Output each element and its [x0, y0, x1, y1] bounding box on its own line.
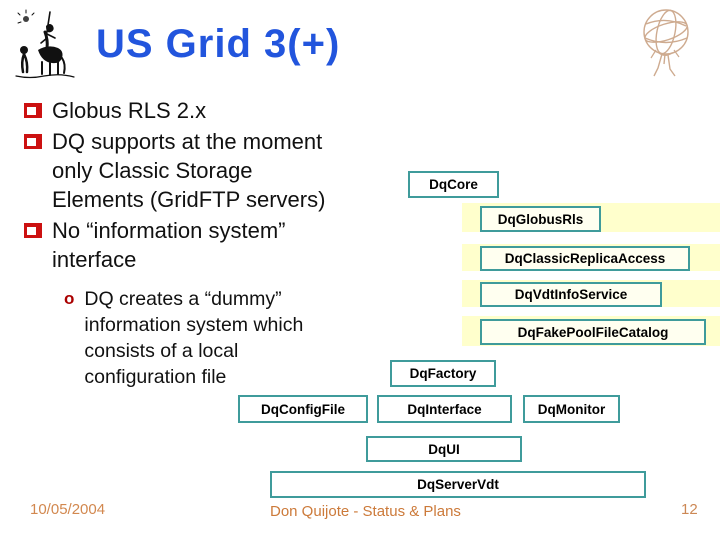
bullet-list: Globus RLS 2.x DQ supports at the moment… [24, 96, 384, 276]
box-dqglobusrls: DqGlobusRls [480, 206, 601, 232]
square-bullet-icon [24, 134, 42, 149]
sub-bullet-text: DQ creates a “dummy” information system … [84, 288, 304, 388]
sub-bullet-item: o DQ creates a “dummy” information syste… [64, 286, 384, 390]
box-dqinterface: DqInterface [377, 395, 512, 423]
box-dqfakepoolfilecatalog: DqFakePoolFileCatalog [480, 319, 706, 345]
bullet-text: No “information system” interface [52, 218, 286, 272]
box-dqvdtinfoservice: DqVdtInfoService [480, 282, 662, 307]
bullet-item: DQ supports at the moment only Classic S… [24, 127, 384, 214]
box-dqservervdt: DqServerVdt [270, 471, 646, 498]
footer-date: 10/05/2004 [30, 501, 106, 518]
bullet-item: Globus RLS 2.x [24, 96, 384, 125]
box-dqclassicreplicaaccess: DqClassicReplicaAccess [480, 246, 690, 271]
bullet-item: No “information system” interface [24, 216, 384, 274]
bullet-text: DQ supports at the moment only Classic S… [52, 129, 326, 212]
page-number: 12 [681, 501, 698, 518]
don-quijote-sketch-icon [15, 9, 75, 79]
square-bullet-icon [24, 103, 42, 118]
o-bullet-icon: o [64, 289, 75, 308]
box-dqfactory: DqFactory [390, 360, 496, 387]
box-dqmonitor: DqMonitor [523, 395, 620, 423]
atlas-globe-sketch-icon [643, 9, 689, 77]
page-title: US Grid 3(+) [96, 22, 341, 66]
box-dqconfigfile: DqConfigFile [238, 395, 368, 423]
square-bullet-icon [24, 223, 42, 238]
footer-title: Don Quijote - Status & Plans [270, 503, 461, 520]
box-dqui: DqUI [366, 436, 522, 462]
bullet-text: Globus RLS 2.x [52, 98, 207, 123]
box-dqcore: DqCore [408, 171, 499, 198]
